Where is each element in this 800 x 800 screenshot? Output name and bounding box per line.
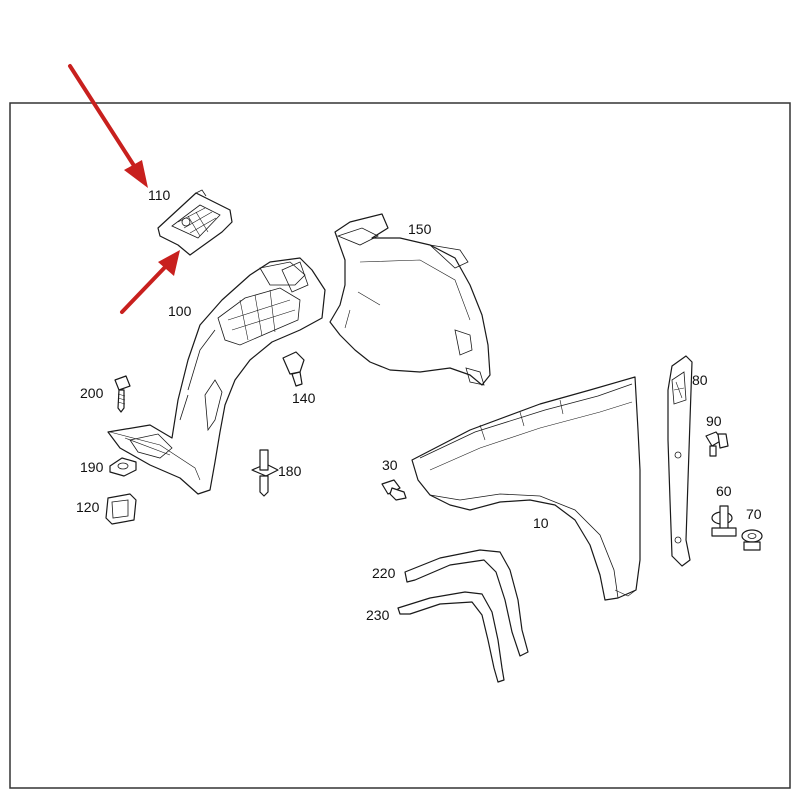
arrow-upper-shaft [68, 64, 142, 177]
callout-80: 80 [692, 372, 708, 388]
part-150-splash-shield[interactable] [329, 213, 491, 386]
callout-30: 30 [382, 457, 398, 473]
part-70-nut[interactable] [741, 529, 763, 551]
part-140-clip[interactable] [282, 351, 305, 387]
part-230-arch-trim[interactable] [397, 591, 505, 683]
callout-220: 220 [372, 565, 396, 581]
callout-60: 60 [716, 483, 732, 499]
callout-90: 90 [706, 413, 722, 429]
part-90-clip[interactable] [705, 431, 729, 457]
callout-10: 10 [533, 515, 549, 531]
callout-150: 150 [408, 221, 432, 237]
arrow-lower-head [158, 250, 180, 276]
part-110-bracket[interactable] [157, 189, 233, 256]
part-180-fastener[interactable] [251, 449, 279, 497]
callout-70: 70 [746, 506, 762, 522]
arrow-lower [120, 250, 180, 314]
arrow-upper [68, 64, 148, 188]
callout-230: 230 [366, 607, 390, 623]
part-100-wheel-liner[interactable] [107, 257, 326, 495]
callout-200: 200 [80, 385, 104, 401]
part-200-screw[interactable] [114, 375, 131, 413]
part-190-nut[interactable] [109, 457, 137, 477]
part-220-arch-trim[interactable] [404, 549, 529, 657]
part-30-bolt[interactable] [381, 479, 407, 501]
callout-110: 110 [148, 187, 171, 203]
part-80-bracket[interactable] [667, 355, 693, 567]
callout-120: 120 [76, 499, 100, 515]
part-120-clip-nut[interactable] [105, 493, 137, 525]
callout-180: 180 [278, 463, 302, 479]
callout-140: 140 [292, 390, 316, 406]
callout-190: 190 [80, 459, 104, 475]
callout-100: 100 [168, 303, 192, 319]
arrow-upper-head [124, 160, 148, 188]
arrow-lower-shaft [120, 260, 172, 314]
part-10-fender[interactable] [411, 376, 641, 601]
part-60-stud[interactable] [711, 505, 737, 537]
